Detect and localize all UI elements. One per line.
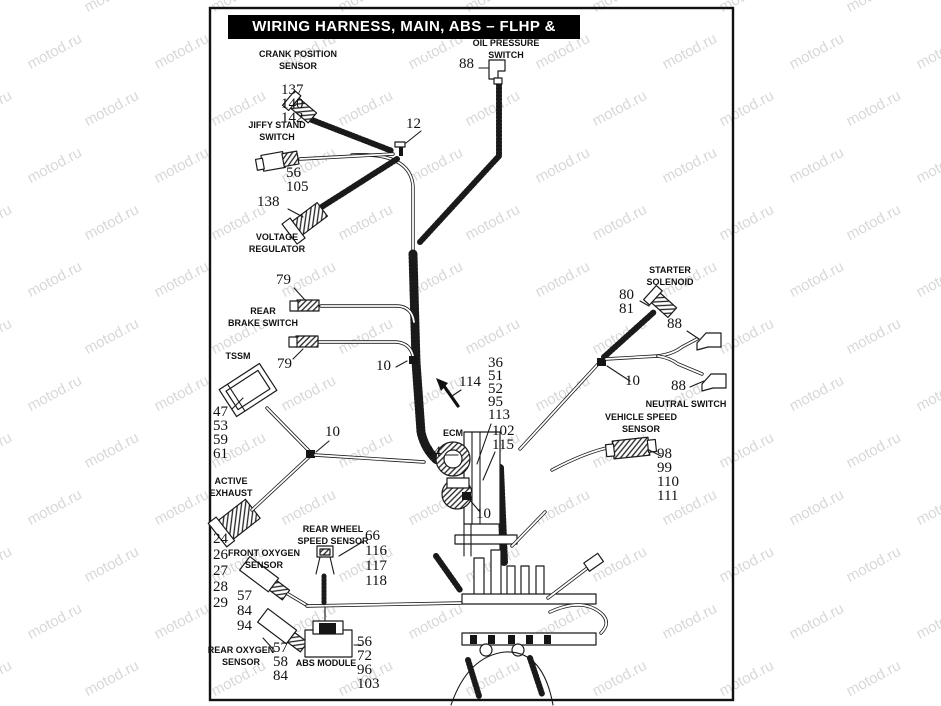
solenoid-88: 88 bbox=[667, 316, 682, 332]
arrow-114: 114 bbox=[459, 374, 481, 390]
neutral-clip-10: 10 bbox=[625, 373, 640, 389]
harness-line-art bbox=[207, 59, 727, 706]
ecm-label: ECM bbox=[443, 428, 463, 438]
voltage-regulator-138: 138 bbox=[257, 194, 280, 210]
neutral-switch-label: NEUTRAL SWITCH bbox=[645, 399, 727, 409]
brake-clip-10: 10 bbox=[376, 358, 391, 374]
brake-79-bottom: 79 bbox=[277, 356, 292, 372]
oil-pressure-88: 88 bbox=[459, 56, 474, 72]
abs-module-label: ABS MODULE bbox=[295, 658, 357, 668]
brake-79-top: 79 bbox=[276, 272, 291, 288]
ecm-44: 44 bbox=[426, 444, 441, 460]
clip-12: 12 bbox=[406, 116, 421, 132]
tssm-label: TSSM bbox=[225, 351, 251, 361]
page-title: WIRING HARNESS, MAIN, ABS – FLHP & FLHPE bbox=[228, 15, 580, 59]
neutral-switch-88: 88 bbox=[671, 378, 686, 394]
tssm-clip-10: 10 bbox=[325, 424, 340, 440]
ecm-clip-10: 10 bbox=[476, 506, 491, 522]
diagram-border bbox=[208, 6, 735, 702]
